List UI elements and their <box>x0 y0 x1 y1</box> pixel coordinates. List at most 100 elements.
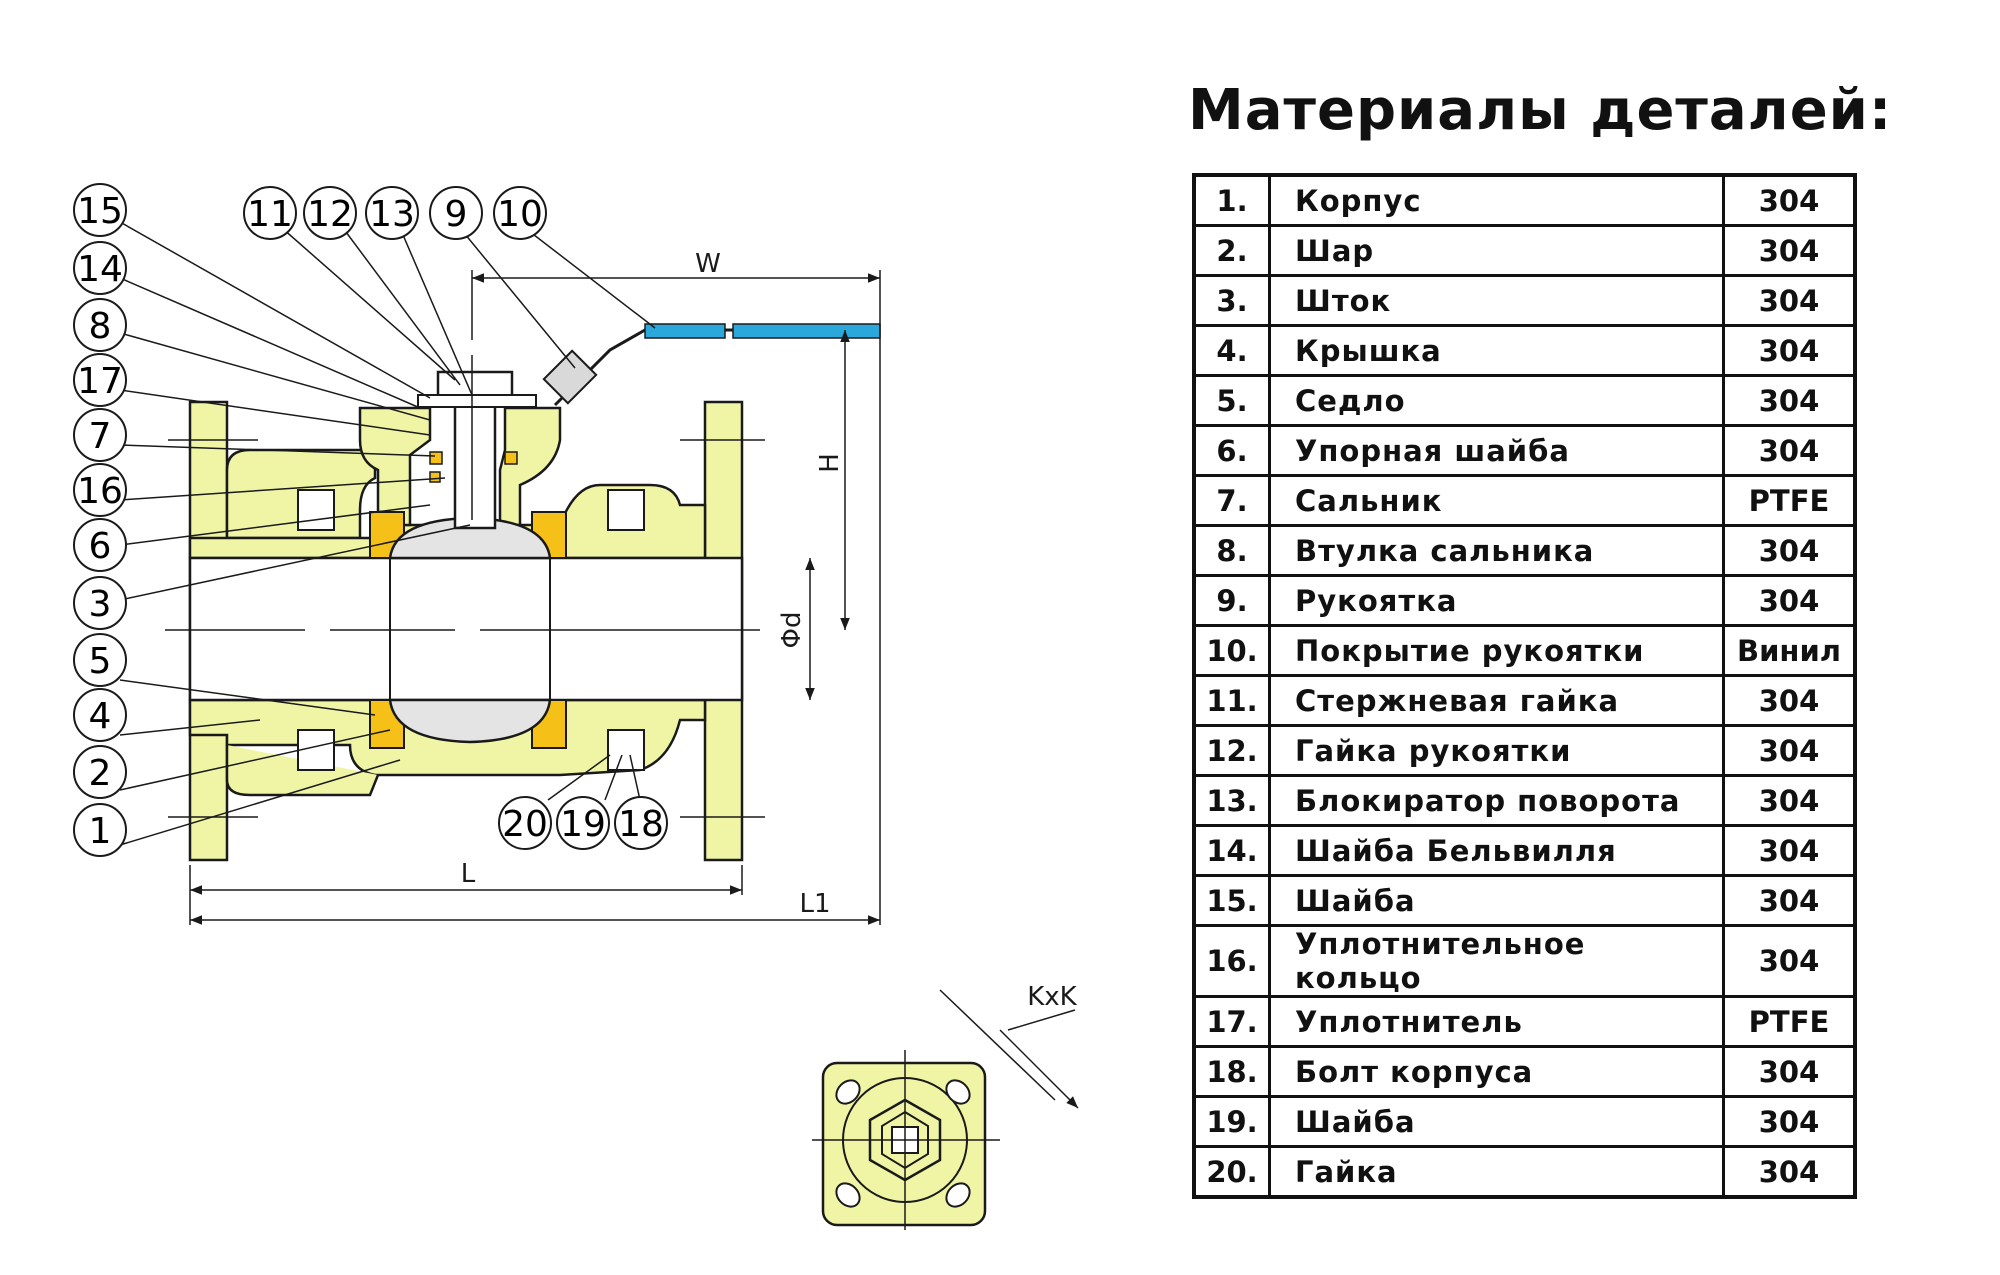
handle <box>542 323 881 407</box>
part-name: Шайба <box>1268 874 1725 927</box>
callout-7: 7 <box>73 408 127 462</box>
part-material: Винил <box>1722 624 1857 677</box>
body-bolts <box>297 489 645 771</box>
part-name: Блокиратор поворота <box>1268 774 1725 827</box>
part-name: Уплотнитель <box>1268 995 1725 1048</box>
part-number: 2. <box>1192 224 1271 277</box>
part-number: 4. <box>1192 324 1271 377</box>
part-number: 11. <box>1192 674 1271 727</box>
part-material: 304 <box>1722 774 1857 827</box>
part-material: PTFE <box>1722 474 1857 527</box>
callout-14: 14 <box>73 241 127 295</box>
part-material: 304 <box>1722 674 1857 727</box>
rotation-lock <box>542 349 598 405</box>
callout-7-label: 7 <box>89 416 112 457</box>
callout-3-label: 3 <box>89 584 112 625</box>
callout-17: 17 <box>73 353 127 407</box>
part-material: 304 <box>1722 1095 1857 1148</box>
flow-bore <box>188 556 744 702</box>
leader-lines <box>119 221 656 846</box>
callout-10-label: 10 <box>497 194 543 235</box>
part-material: 304 <box>1722 424 1857 477</box>
part-material: 304 <box>1722 374 1857 427</box>
callout-1-label: 1 <box>89 811 112 852</box>
part-material: 304 <box>1722 724 1857 777</box>
packing <box>429 451 518 483</box>
callout-15: 15 <box>73 183 127 237</box>
part-name: Сальник <box>1268 474 1725 527</box>
part-material: 304 <box>1722 324 1857 377</box>
part-material: 304 <box>1722 173 1857 227</box>
callout-8: 8 <box>73 298 127 352</box>
dim-l1-label: L1 <box>799 889 830 919</box>
part-number: 9. <box>1192 574 1271 627</box>
page-title: Материалы деталей: <box>1188 78 1893 143</box>
dim-w-label: W <box>695 249 721 279</box>
dim-l-label: L <box>461 859 476 889</box>
part-number: 15. <box>1192 874 1271 927</box>
callout-6-label: 6 <box>89 526 112 567</box>
part-name: Рукоятка <box>1268 574 1725 627</box>
dim-d-label: Φd <box>777 612 807 649</box>
part-number: 7. <box>1192 474 1271 527</box>
part-number: 3. <box>1192 274 1271 327</box>
bonnet-left <box>358 406 432 527</box>
dim-h-label: H <box>815 453 845 473</box>
callout-5: 5 <box>73 633 127 687</box>
part-number: 19. <box>1192 1095 1271 1148</box>
callout-19-label: 19 <box>560 804 606 845</box>
part-material: 304 <box>1722 1145 1857 1199</box>
part-number: 16. <box>1192 924 1271 998</box>
part-material: 304 <box>1722 524 1857 577</box>
part-material: PTFE <box>1722 995 1857 1048</box>
callout-15-label: 15 <box>77 191 123 232</box>
callout-4-label: 4 <box>89 696 112 737</box>
part-number: 10. <box>1192 624 1271 677</box>
callout-16: 16 <box>73 463 127 517</box>
callout-2: 2 <box>73 745 127 799</box>
part-name: Болт корпуса <box>1268 1045 1725 1098</box>
part-number: 17. <box>1192 995 1271 1048</box>
callout-2-label: 2 <box>89 753 112 794</box>
part-number: 5. <box>1192 374 1271 427</box>
part-name: Гайка рукоятки <box>1268 724 1725 777</box>
callout-14-label: 14 <box>77 249 123 290</box>
handle-cover-right <box>732 323 881 339</box>
bonnet-right <box>498 406 562 527</box>
part-number: 1. <box>1192 173 1271 227</box>
callout-16-label: 16 <box>77 471 123 512</box>
valve-diagram: 15 14 8 17 7 16 6 3 5 4 2 1 11 12 13 9 1… <box>73 183 1079 1230</box>
part-name: Шток <box>1268 274 1725 327</box>
handle-plate <box>417 394 537 408</box>
callout-3: 3 <box>73 576 127 630</box>
part-name: Шайба Бельвилля <box>1268 824 1725 877</box>
dimension-lines <box>189 270 881 925</box>
callout-9: 9 <box>429 186 483 240</box>
part-name: Крышка <box>1268 324 1725 377</box>
callout-10: 10 <box>493 186 547 240</box>
part-material: 304 <box>1722 574 1857 627</box>
part-name: Гайка <box>1268 1145 1725 1199</box>
part-number: 8. <box>1192 524 1271 577</box>
callout-8-label: 8 <box>89 306 112 347</box>
mount-holes <box>835 1079 971 1208</box>
part-name: Шар <box>1268 224 1725 277</box>
callout-18-label: 18 <box>618 804 664 845</box>
callout-13-label: 13 <box>369 194 415 235</box>
callout-12: 12 <box>303 186 357 240</box>
